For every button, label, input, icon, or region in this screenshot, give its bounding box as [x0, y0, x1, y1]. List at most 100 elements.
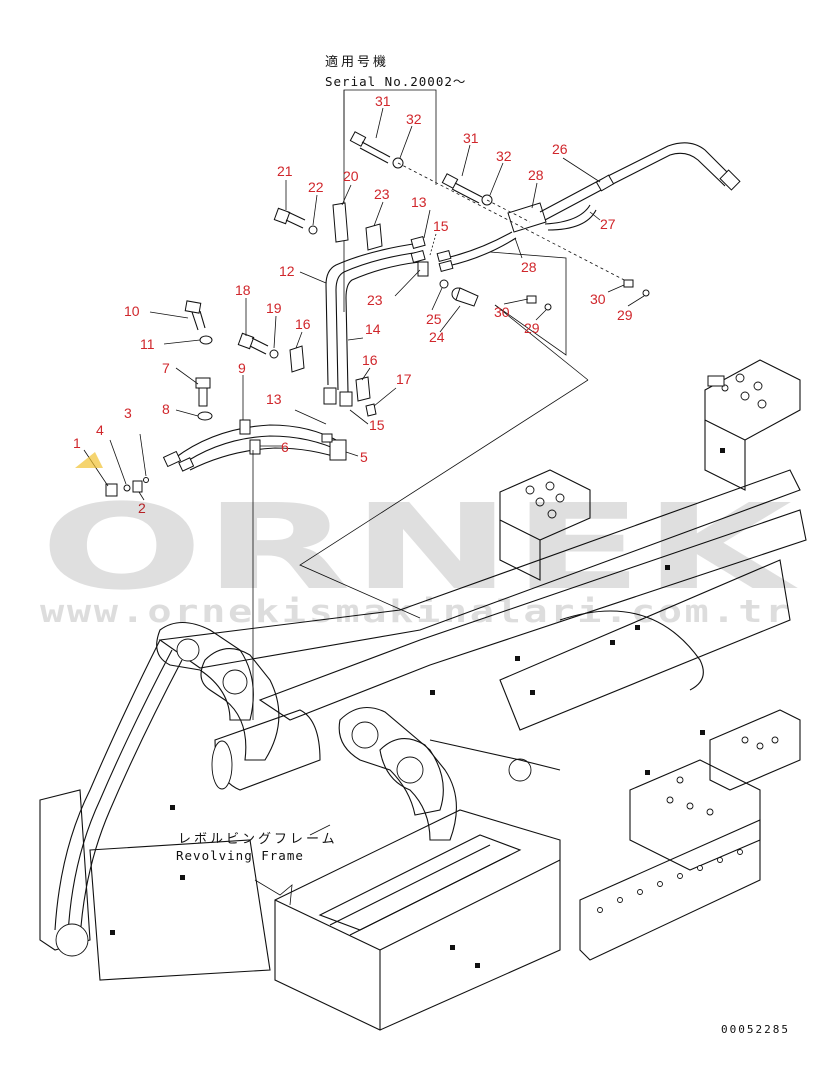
pipe-26-outer: [539, 142, 736, 213]
bracket-20: [332, 202, 349, 243]
callout-21: 21: [277, 163, 293, 179]
callout-11: 11: [140, 336, 155, 352]
callout-23b: 23: [367, 292, 383, 308]
callout-25: 25: [426, 311, 442, 327]
main-beam-lower: [258, 509, 807, 721]
frame-label: レボルビングフレーム Revolving Frame: [176, 824, 338, 863]
drawing-number: 00052285: [721, 1023, 790, 1036]
callout-26: 26: [552, 141, 568, 157]
callout-18: 18: [235, 282, 251, 298]
callout-6: 6: [281, 439, 289, 455]
nut-30b: [623, 279, 634, 288]
rear-beam: [579, 819, 761, 961]
upper-hose-assembly: [349, 131, 741, 311]
callout-32b: 32: [496, 148, 512, 164]
bolt-31b: [441, 173, 483, 204]
washer-8: [197, 411, 213, 421]
callout-31b: 31: [463, 130, 479, 146]
central-box: [274, 809, 561, 1031]
callout-13a: 13: [411, 194, 427, 210]
callout-labels: 31 32 31 32 26 28 27 21 22 20 23 13 15 2…: [73, 93, 633, 516]
leader-lines: [83, 107, 645, 501]
callout-30a: 30: [494, 304, 510, 320]
hose-run-1: [54, 639, 161, 931]
callout-29b: 29: [617, 307, 633, 323]
callout-9: 9: [238, 360, 246, 376]
hose-main-upper: [174, 424, 341, 459]
washer-11: [199, 335, 213, 345]
callout-2: 2: [138, 500, 146, 516]
cap-29b: [642, 289, 650, 297]
boom-foot-right: [338, 706, 444, 816]
bolt-18: [237, 332, 269, 355]
frame-hose: [559, 610, 704, 691]
lower-left-body: [89, 839, 271, 981]
callout-8: 8: [162, 401, 170, 417]
callout-16a: 16: [295, 316, 311, 332]
main-beam-upper: [158, 469, 801, 669]
callout-30b: 30: [590, 291, 606, 307]
callout-10: 10: [124, 303, 140, 319]
block-5: [329, 439, 347, 461]
bolt-21: [273, 207, 306, 229]
frame-label-leader: [254, 879, 293, 906]
callout-15a: 15: [433, 218, 449, 234]
bolt-31a: [349, 131, 391, 164]
callout-13b: 13: [266, 391, 282, 407]
pipe-12: [325, 242, 421, 386]
watermark-url: www.ornekismakinalari.com.tr: [40, 594, 792, 630]
callout-32a: 32: [406, 111, 422, 127]
fitting-1: [105, 483, 118, 497]
callout-22: 22: [308, 179, 324, 195]
callout-5: 5: [360, 449, 368, 465]
oring-4: [123, 484, 131, 492]
callout-3: 3: [124, 405, 132, 421]
serial-note-en: Serial No.20002～: [325, 74, 466, 89]
callout-27: 27: [600, 216, 616, 232]
callout-12: 12: [279, 263, 295, 279]
callout-7: 7: [162, 360, 170, 376]
hose-27: [544, 204, 591, 225]
oring-3: [143, 477, 149, 483]
clamp-16b: [355, 376, 371, 402]
fitting-2: [132, 480, 143, 493]
serial-note-jp: 適用号機: [325, 54, 389, 70]
watermark-brand: ORNEK: [40, 478, 799, 616]
callout-15b: 15: [369, 417, 385, 433]
bolt-24: [451, 287, 479, 307]
callout-23a: 23: [374, 186, 390, 202]
clamp-28: [507, 202, 547, 233]
callout-28a: 28: [528, 167, 544, 183]
callout-24: 24: [429, 329, 445, 345]
callout-28b: 28: [521, 259, 537, 275]
revolving-frame: [39, 359, 807, 1031]
clamp-23a: [365, 223, 383, 251]
callout-16b: 16: [362, 352, 378, 368]
frame-label-en: Revolving Frame: [176, 848, 304, 863]
watermark-logo-mark: [75, 452, 103, 468]
clamp-23b: [417, 261, 429, 277]
washer-25: [439, 279, 449, 289]
middle-pipe-assembly: [237, 202, 429, 417]
callout-1: 1: [73, 435, 81, 451]
side-deck: [499, 559, 791, 731]
boom-foot-left: [156, 621, 254, 721]
callout-17: 17: [396, 371, 412, 387]
clamp-6: [249, 439, 261, 455]
callout-19: 19: [266, 300, 282, 316]
upper-mount-box: [704, 359, 801, 441]
nut-30a: [526, 295, 537, 304]
hose-main-lower: [189, 447, 346, 471]
serial-note: 適用号機 Serial No.20002～: [325, 54, 567, 356]
watermark: ORNEK www.ornekismakinalari.com.tr: [40, 452, 799, 630]
callout-14: 14: [365, 321, 381, 337]
zoom-outline: [299, 304, 589, 619]
clamp-16a: [289, 345, 305, 373]
callout-29a: 29: [524, 320, 540, 336]
frame-label-jp: レボルビングフレーム: [178, 832, 338, 847]
cap-29a: [544, 303, 552, 311]
serial-bracket-right: [489, 251, 567, 356]
bolt-10: [184, 300, 206, 331]
fitting-26: [719, 169, 741, 191]
washer-22: [308, 225, 318, 235]
